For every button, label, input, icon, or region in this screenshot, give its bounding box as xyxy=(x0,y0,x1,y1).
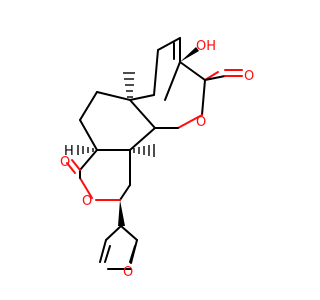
bond xyxy=(96,91,131,101)
bond xyxy=(204,75,226,81)
bond xyxy=(201,79,206,116)
furan-oxygen: O xyxy=(123,265,133,280)
bond xyxy=(179,61,206,81)
stereo-hydrogen: H xyxy=(64,144,74,159)
bond xyxy=(105,225,122,241)
bond xyxy=(129,127,156,151)
bond xyxy=(129,245,136,263)
ketone-oxygen-top: O xyxy=(244,69,254,84)
bond xyxy=(164,61,181,101)
bond xyxy=(119,184,131,201)
hashed-bond xyxy=(123,72,135,98)
bond xyxy=(104,245,111,263)
wedge-bond xyxy=(118,200,125,226)
bond xyxy=(99,239,107,263)
hydroxyl-label: OH xyxy=(196,39,216,54)
lactone-oxygen-right: O xyxy=(196,115,206,130)
structure-canvas: OH O O O O O H xyxy=(60,37,255,280)
bond xyxy=(66,162,76,174)
bond xyxy=(79,177,93,199)
ketone-oxygen-left: O xyxy=(60,155,70,170)
bond xyxy=(79,119,98,151)
bond xyxy=(79,91,98,121)
bond xyxy=(129,99,156,129)
bond xyxy=(79,149,98,171)
molecule-drawing: OH O O O O O H xyxy=(60,37,254,280)
bond xyxy=(157,37,181,51)
bond xyxy=(129,94,155,101)
bond xyxy=(177,114,203,129)
hashed-bond xyxy=(77,145,94,155)
hashed-bond xyxy=(133,144,155,157)
lactone-oxygen-left: O xyxy=(82,194,92,209)
bond xyxy=(153,49,159,96)
wedge-bond xyxy=(180,47,199,62)
bond xyxy=(120,225,138,241)
bond xyxy=(71,159,81,171)
